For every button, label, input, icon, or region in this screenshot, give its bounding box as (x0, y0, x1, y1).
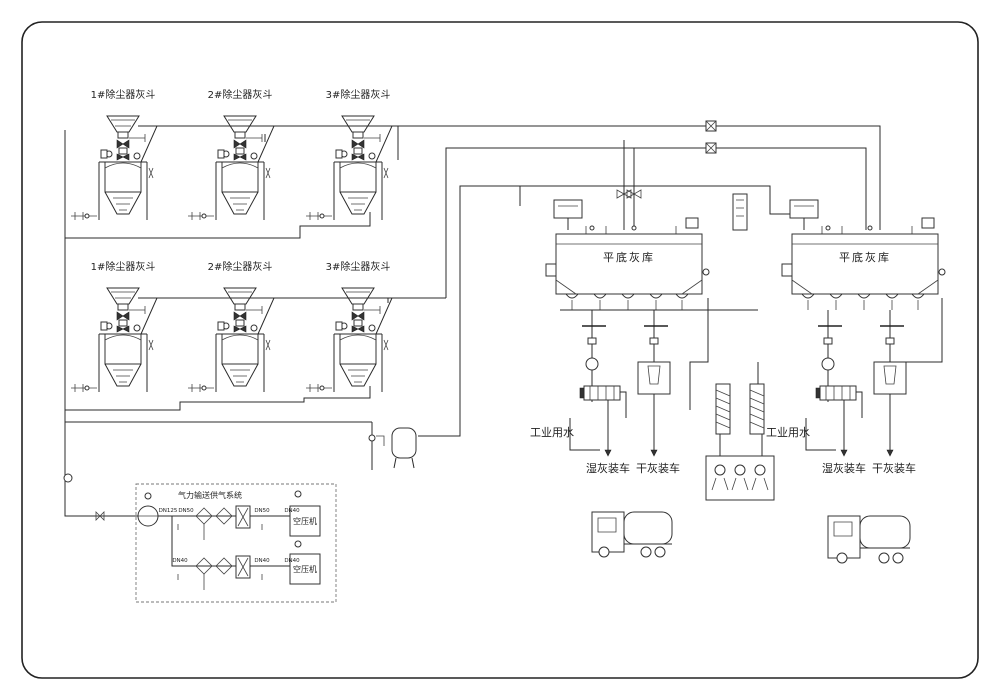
pipe-size-tag: DN40 (172, 558, 188, 564)
tank-truck-left (591, 511, 673, 558)
drawing-frame (21, 21, 979, 679)
pipe-size-tag: DN40 (284, 508, 300, 514)
air-supply-system (63, 473, 337, 603)
hopper-unit (188, 115, 275, 220)
silo-label: 平底灰库 (839, 250, 891, 264)
hopper-unit (71, 115, 158, 220)
hopper-label: 1#除尘器灰斗 (91, 260, 156, 273)
bag-filter-loader-unit (705, 193, 775, 501)
silo-unit (545, 199, 710, 457)
hopper-label: 2#除尘器灰斗 (208, 88, 273, 101)
hopper-unit (71, 287, 158, 392)
silo-label: 平底灰库 (603, 250, 655, 264)
compressor-label: 空压机 (293, 564, 317, 574)
hopper-label: 2#除尘器灰斗 (208, 260, 273, 273)
pipe-size-tag: DN40 (284, 558, 300, 564)
hopper-label: 3#除尘器灰斗 (326, 260, 391, 273)
conveying-pipelines (64, 120, 881, 517)
hopper-label: 1#除尘器灰斗 (91, 88, 156, 101)
air-receiver-tank (368, 427, 417, 469)
compressor-label: 空压机 (293, 516, 317, 526)
water-supply-label: 工业用水 (766, 426, 810, 439)
wet-loading-label: 湿灰装车 (822, 461, 866, 475)
dust-collector-hopper-group (71, 115, 393, 392)
pipe-size-tag: DN125 (159, 508, 178, 514)
pipe-size-tag: DN50 (254, 508, 270, 514)
hopper-label: 3#除尘器灰斗 (326, 88, 391, 101)
dry-loading-label: 干灰装车 (872, 461, 916, 475)
label-layer: 1#除尘器灰斗 2#除尘器灰斗 3#除尘器灰斗 1#除尘器灰斗 2#除尘器灰斗 3#除尘器… (91, 88, 916, 574)
hopper-unit (188, 287, 275, 392)
flat-bottom-silo-group (545, 199, 946, 457)
wet-loading-label: 湿灰装车 (586, 461, 630, 475)
dry-loading-label: 干灰装车 (636, 461, 680, 475)
silo-unit (781, 199, 946, 457)
air-supply-title: 气力输送供气系统 (178, 490, 242, 500)
pipe-size-tag: DN40 (254, 558, 270, 564)
hopper-unit (306, 287, 393, 392)
water-supply-label: 工业用水 (530, 426, 574, 439)
hopper-unit (306, 115, 393, 220)
tank-truck-right (827, 515, 911, 564)
pipe-size-tag: DN50 (178, 508, 194, 514)
